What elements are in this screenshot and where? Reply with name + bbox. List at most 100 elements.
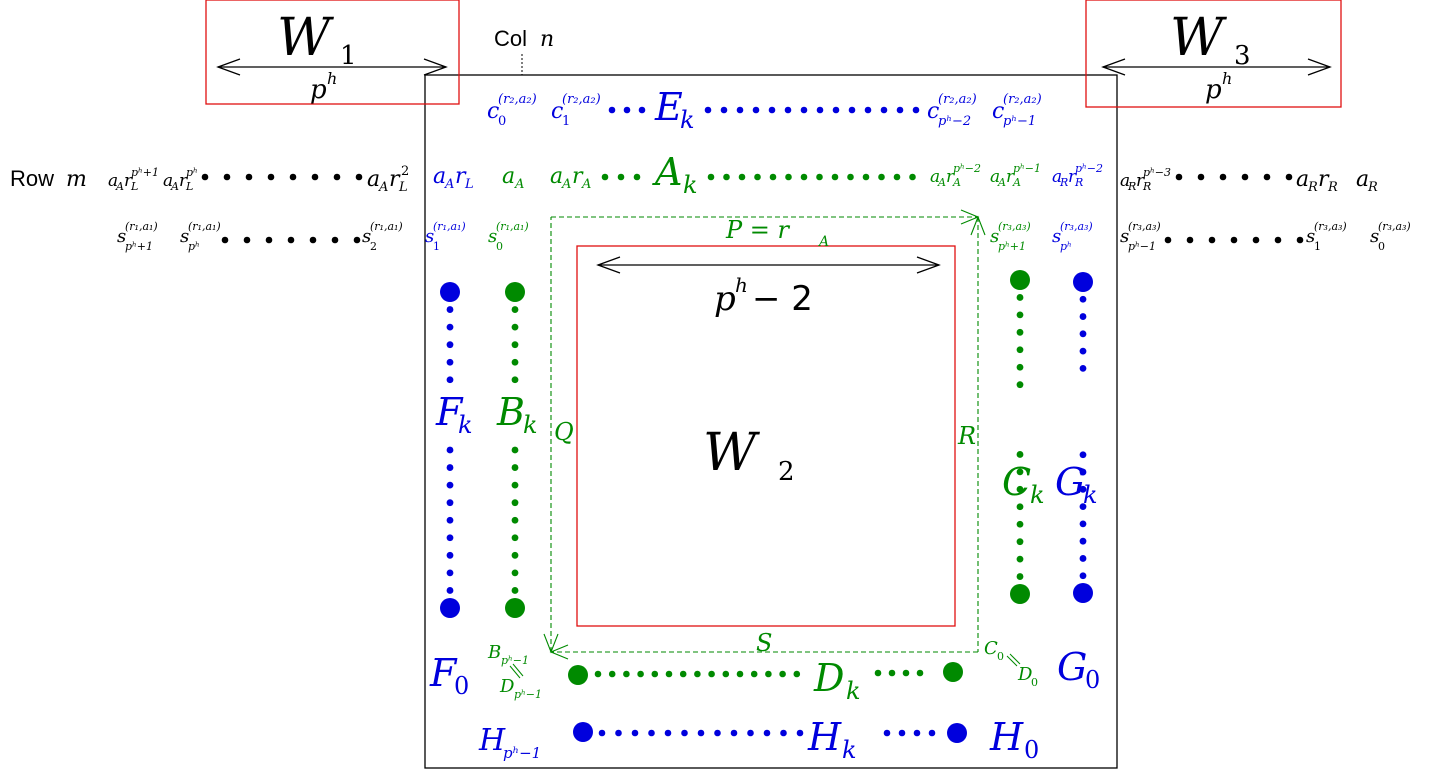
svg-text:A: A — [817, 234, 829, 250]
svg-text:0: 0 — [1085, 666, 1100, 694]
dot — [594, 670, 602, 678]
dot — [1016, 346, 1024, 354]
svg-text:A: A — [115, 180, 124, 193]
end-dot — [505, 598, 525, 618]
dot — [446, 534, 454, 542]
end-dot — [568, 665, 588, 685]
dot — [1219, 173, 1227, 181]
svg-text:(r₁,a₁): (r₁,a₁) — [433, 220, 466, 233]
dot — [511, 323, 519, 331]
f-column-dots — [440, 282, 460, 618]
column-f0-label: F 0 — [429, 651, 469, 700]
svg-text:R: R — [1127, 180, 1136, 193]
end-dot — [1010, 584, 1030, 604]
svg-text:a: a — [930, 167, 940, 187]
dot — [893, 173, 901, 181]
dot — [221, 236, 229, 244]
s-row-green: s 0 (r₁,a₁) s pʰ+1 (r₃,a₃) — [488, 220, 1031, 253]
svg-text:1: 1 — [433, 240, 440, 253]
svg-text:− 2: − 2 — [752, 279, 813, 319]
svg-text:(r₃,a₃): (r₃,a₃) — [1378, 220, 1411, 233]
s-row-dots — [221, 236, 1304, 244]
svg-text:0: 0 — [1031, 676, 1038, 689]
svg-text:B: B — [487, 642, 501, 663]
svg-text:F: F — [429, 651, 458, 695]
svg-text:pʰ: pʰ — [1060, 240, 1072, 253]
dot — [1016, 520, 1024, 528]
e-row-dots — [608, 106, 920, 114]
dot — [598, 729, 606, 737]
svg-text:pʰ: pʰ — [186, 166, 198, 179]
svg-text:pʰ: pʰ — [188, 240, 200, 253]
svg-text:h: h — [1222, 69, 1232, 88]
dot — [765, 670, 772, 678]
svg-text:W: W — [703, 423, 760, 483]
dot — [511, 587, 519, 594]
svg-text:A: A — [444, 177, 454, 192]
dot — [1016, 468, 1024, 476]
dot — [747, 729, 754, 737]
svg-text:k: k — [846, 677, 861, 705]
dot — [511, 516, 519, 524]
svg-text:D: D — [1017, 664, 1033, 685]
dot — [848, 106, 856, 114]
svg-text:(r₁,a₁): (r₁,a₁) — [370, 220, 403, 233]
end-dot — [1010, 270, 1030, 290]
dot — [1241, 173, 1249, 181]
svg-text:r: r — [179, 171, 188, 191]
svg-text:2: 2 — [778, 457, 795, 487]
svg-text:R: R — [1142, 180, 1151, 193]
dot — [878, 173, 885, 181]
svg-text:k: k — [458, 411, 473, 439]
dot — [309, 236, 317, 244]
dot — [1230, 236, 1238, 244]
svg-text:a: a — [502, 164, 515, 189]
col-label: Col n — [494, 26, 554, 75]
dot — [267, 173, 275, 181]
dot — [638, 106, 646, 114]
dot — [664, 729, 672, 737]
dot — [723, 173, 730, 181]
svg-text:A: A — [1012, 176, 1021, 189]
dot — [608, 670, 616, 678]
dot — [446, 516, 454, 524]
dot — [832, 106, 840, 114]
dot — [511, 446, 519, 454]
e-row: c 0 (r₂,a₂) c 1 (r₂,a₂) E k c pʰ−2 (r₂,a… — [487, 85, 1042, 134]
s-row-left: s pʰ+1 (r₁,a₁) s pʰ (r₁,a₁) s 2 (r₁,a₁) — [117, 220, 403, 253]
dot — [1016, 573, 1024, 580]
svg-text:(r₃,a₃): (r₃,a₃) — [998, 220, 1031, 233]
h-row-dots — [573, 722, 967, 743]
svg-text:A: A — [581, 177, 591, 192]
svg-text:0: 0 — [454, 672, 469, 700]
dot — [511, 306, 519, 313]
dot — [883, 729, 891, 737]
dot — [608, 106, 616, 114]
svg-text:s: s — [1370, 226, 1379, 247]
dot — [1175, 173, 1183, 181]
svg-text:k: k — [680, 106, 695, 134]
window-w2-label: W 2 — [703, 423, 795, 487]
dot — [816, 106, 824, 114]
svg-text:Row: Row — [10, 166, 54, 191]
dot — [1079, 330, 1087, 338]
svg-text:A: A — [952, 176, 961, 189]
svg-text:a: a — [1052, 167, 1062, 187]
dot — [736, 106, 744, 114]
svg-text:(r₂,a₂): (r₂,a₂) — [1003, 92, 1042, 107]
svg-text:D: D — [813, 656, 844, 700]
end-dot — [1073, 272, 1093, 292]
dot — [1186, 236, 1194, 244]
dot — [708, 670, 715, 678]
svg-text:a: a — [1296, 167, 1309, 192]
svg-text:n: n — [540, 27, 554, 52]
svg-text:Col: Col — [494, 26, 527, 51]
dot — [831, 173, 839, 181]
dot — [333, 173, 341, 181]
svg-text:F: F — [435, 390, 464, 434]
svg-text:A: A — [652, 150, 682, 194]
dot — [1208, 236, 1216, 244]
dot — [730, 729, 738, 737]
dot — [1016, 538, 1024, 546]
a-row-blue-left: a A r L — [433, 164, 474, 192]
